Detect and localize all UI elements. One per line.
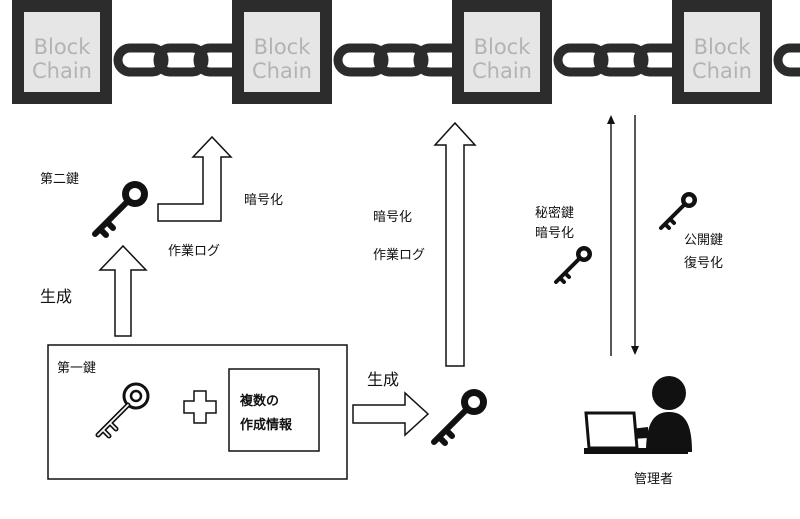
block-label-line1: Block — [33, 35, 91, 59]
work-log-label-2: 作業ログ — [373, 248, 426, 263]
second-key-label: 第二鍵 — [40, 172, 80, 187]
encryption-label-2: 暗号化 — [373, 210, 413, 225]
block-label-line2: Chain — [252, 59, 312, 83]
block-label-line2: Chain — [32, 59, 92, 83]
generate-arrow-right — [352, 391, 430, 437]
generate-label-2: 生成 — [367, 370, 400, 389]
chain-link — [333, 43, 389, 77]
public-key-icon — [659, 190, 699, 230]
decryption-label: 復号化 — [684, 256, 724, 271]
block-label-line2: Chain — [472, 59, 532, 83]
chain-link — [373, 43, 429, 77]
block-label-line1: Block — [693, 35, 751, 59]
chain-link — [773, 43, 800, 77]
generate-arrow-up — [98, 244, 148, 337]
block-chain-2: Block Chain — [232, 0, 332, 104]
creation-info-line1: 複数の — [240, 394, 280, 409]
chain-link — [113, 43, 169, 77]
creation-info-box — [228, 368, 320, 452]
generate-label-1: 生成 — [40, 287, 73, 306]
first-key-label: 第一鍵 — [57, 361, 97, 376]
first-key-icon — [98, 384, 148, 436]
work-log-label-1: 作業ログ — [168, 244, 221, 259]
block-label-line1: Block — [473, 35, 531, 59]
encryption-label-3: 暗号化 — [535, 226, 575, 241]
creation-info-line2: 作成情報 — [240, 418, 293, 433]
secret-key-icon — [554, 244, 594, 284]
second-key-icon — [95, 181, 148, 235]
block-chain-1: Block Chain — [12, 0, 112, 104]
chain-link — [553, 43, 609, 77]
block-label-line2: Chain — [692, 59, 752, 83]
chain-link — [593, 43, 649, 77]
block-label-line1: Block — [253, 35, 311, 59]
first-key-box — [47, 344, 348, 480]
block-chain-4: Block Chain — [672, 0, 772, 104]
chain-link — [153, 43, 209, 77]
administrator-label: 管理者 — [634, 472, 674, 487]
tall-arrow-up — [433, 121, 477, 367]
public-key-label: 公開鍵 — [684, 233, 724, 248]
generated-key-icon — [434, 389, 487, 443]
administrator-icon — [584, 376, 692, 454]
encryption-label-1: 暗号化 — [244, 193, 284, 208]
secret-key-label: 秘密鍵 — [535, 206, 575, 221]
block-chain-3: Block Chain — [452, 0, 552, 104]
plus-icon — [183, 390, 217, 424]
bent-arrow — [157, 135, 233, 222]
